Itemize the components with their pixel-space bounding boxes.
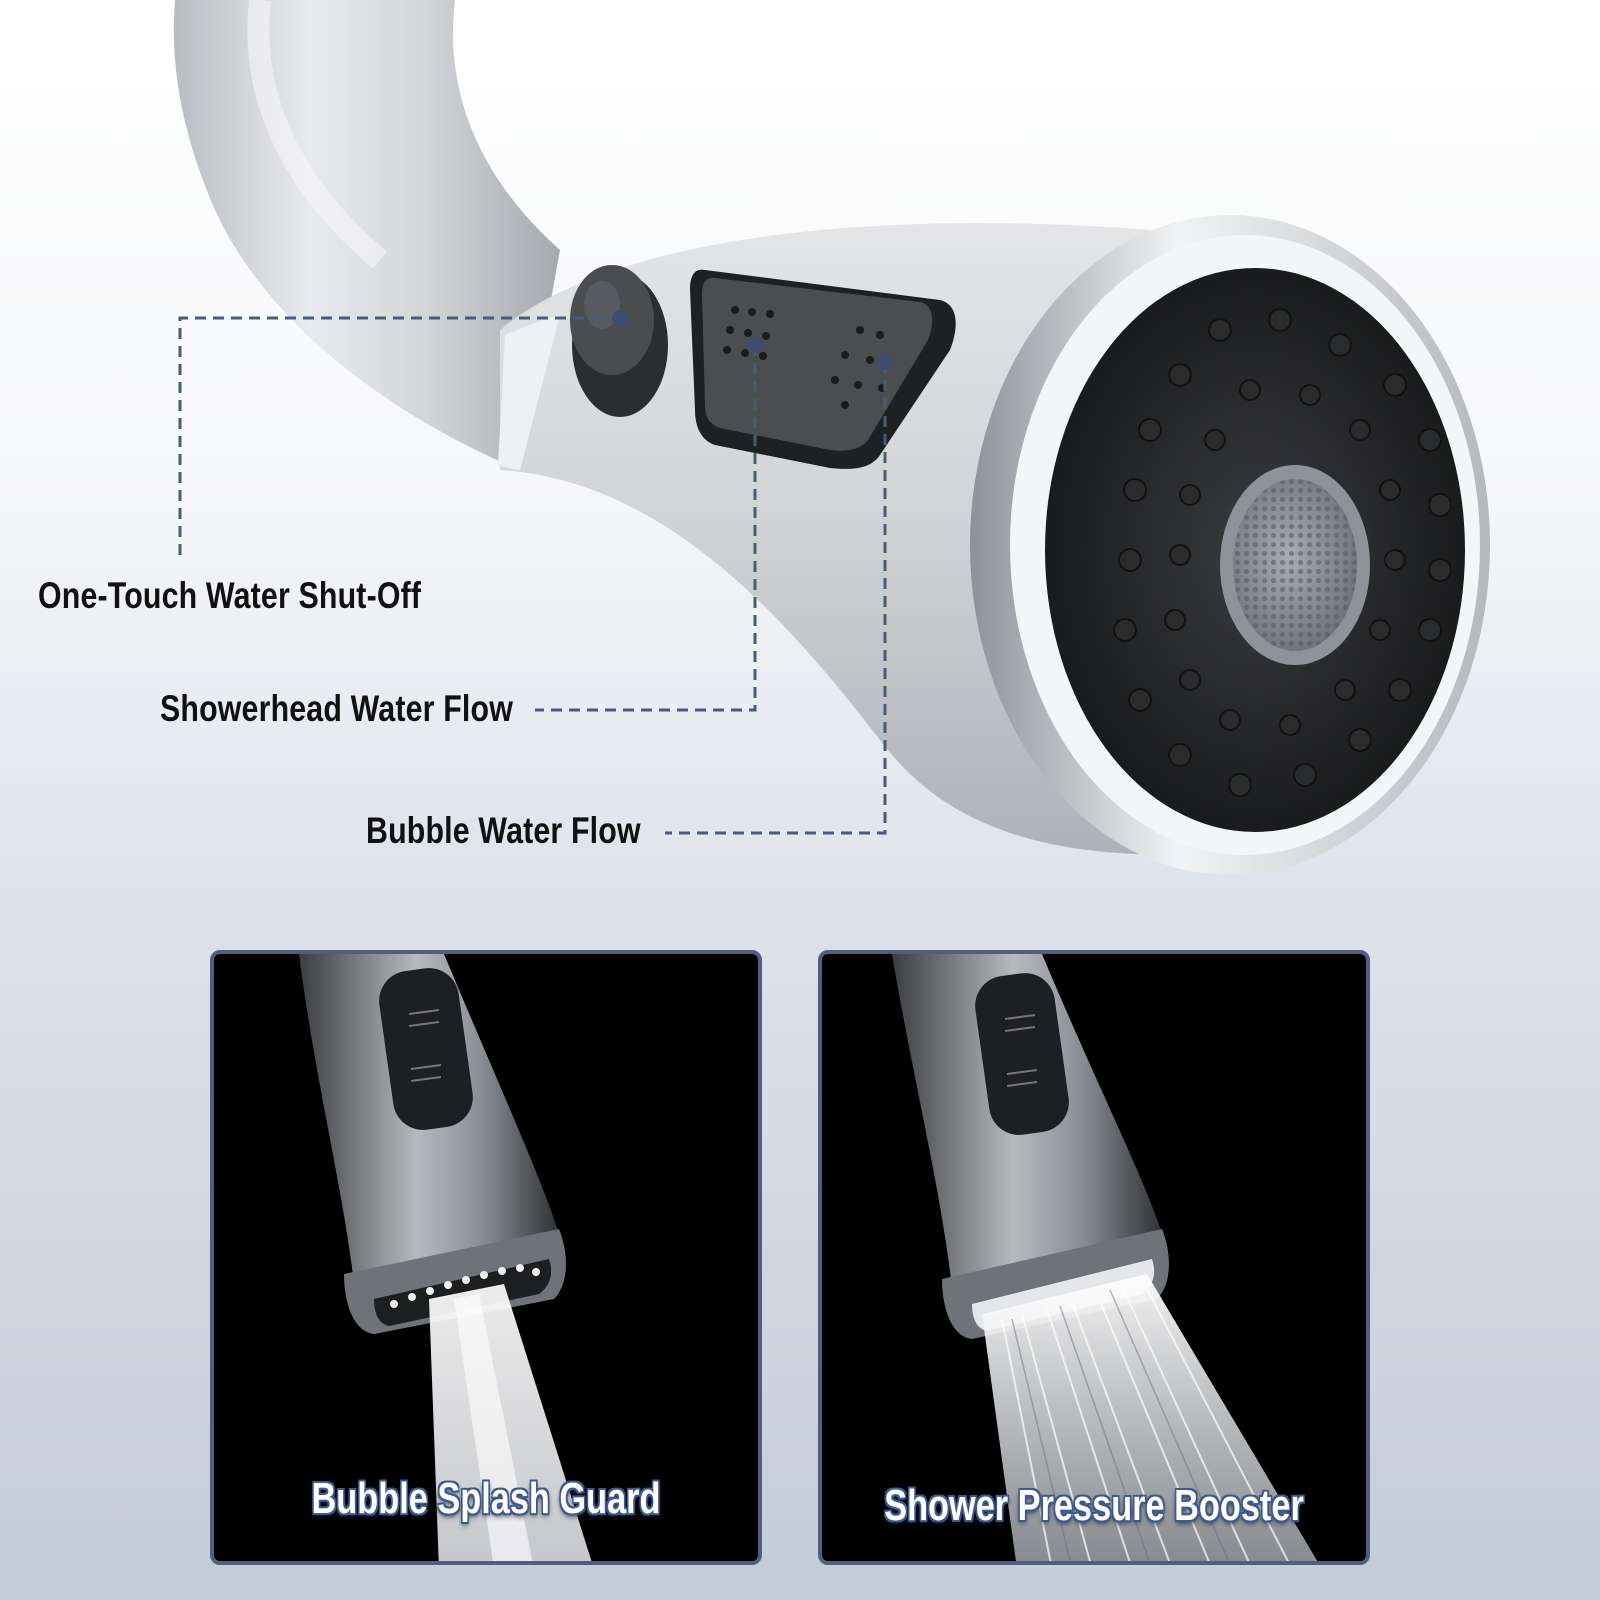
callout-showerhead-label: Showerhead Water Flow [160, 688, 513, 729]
callout-bubble-label: Bubble Water Flow [366, 810, 641, 851]
faucet-spray-head-illustration [173, 0, 1490, 875]
shower-spray-image [892, 954, 1318, 1561]
callout-shutoff-label: One-Touch Water Shut-Off [38, 575, 422, 616]
bubble-stream-image [299, 954, 592, 1561]
shower-mode-panel: Shower Pressure Booster [818, 950, 1370, 1565]
shower-pressure-booster-caption: Shower Pressure Booster [884, 1481, 1304, 1530]
bubble-mode-panel: Bubble Splash Guard [210, 950, 762, 1565]
bubble-splash-guard-caption: Bubble Splash Guard [311, 1474, 661, 1523]
